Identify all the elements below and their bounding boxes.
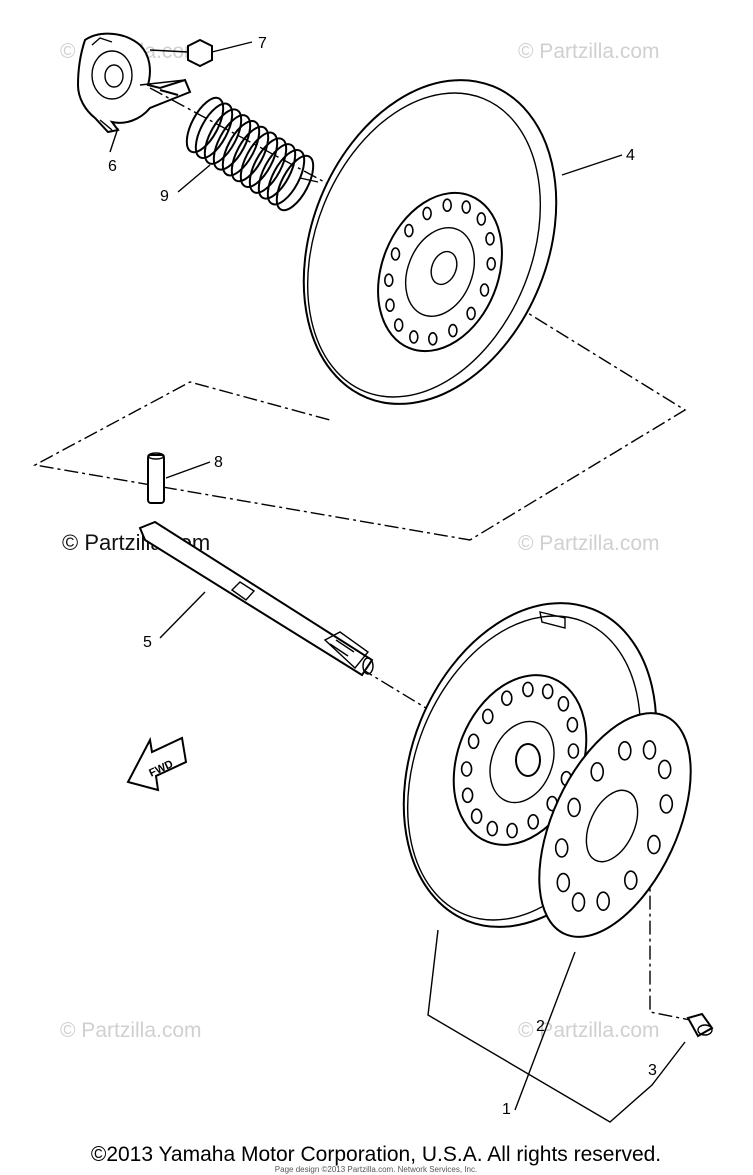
callout-3: 3 <box>648 1062 657 1079</box>
callout-2: 2 <box>536 1018 545 1035</box>
callout-1: 1 <box>502 1101 511 1118</box>
part-9-spring <box>177 96 319 212</box>
callout-4: 4 <box>626 147 635 164</box>
part-5-shaft <box>138 520 374 677</box>
part-8-pin <box>147 452 211 504</box>
watermark-bottom-left: © Partzilla.com <box>60 1019 202 1042</box>
part-6-spider-assembly <box>76 32 192 134</box>
part-3-bolt <box>686 1012 714 1038</box>
watermark-mid-right: © Partzilla.com <box>518 532 660 555</box>
callout-6: 6 <box>108 158 117 175</box>
fine-print: Page design ©2013 Partzilla.com. Network… <box>275 1165 477 1174</box>
callout-7: 7 <box>258 35 267 52</box>
copyright-footer: ©2013 Yamaha Motor Corporation, U.S.A. A… <box>91 1143 661 1166</box>
callout-9: 9 <box>160 188 169 205</box>
watermark-top-right: © Partzilla.com <box>518 40 660 63</box>
part-2-cover-plate <box>538 712 692 938</box>
callout-5: 5 <box>143 634 152 651</box>
leader-lines <box>109 127 686 1123</box>
part-7-bolt <box>149 38 253 68</box>
part-4-movable-sheave <box>302 79 623 405</box>
fwd-arrow-icon: FWD <box>126 736 188 792</box>
callout-8: 8 <box>214 454 223 471</box>
watermark-bottom-right: © Partzilla.com <box>518 1019 660 1042</box>
